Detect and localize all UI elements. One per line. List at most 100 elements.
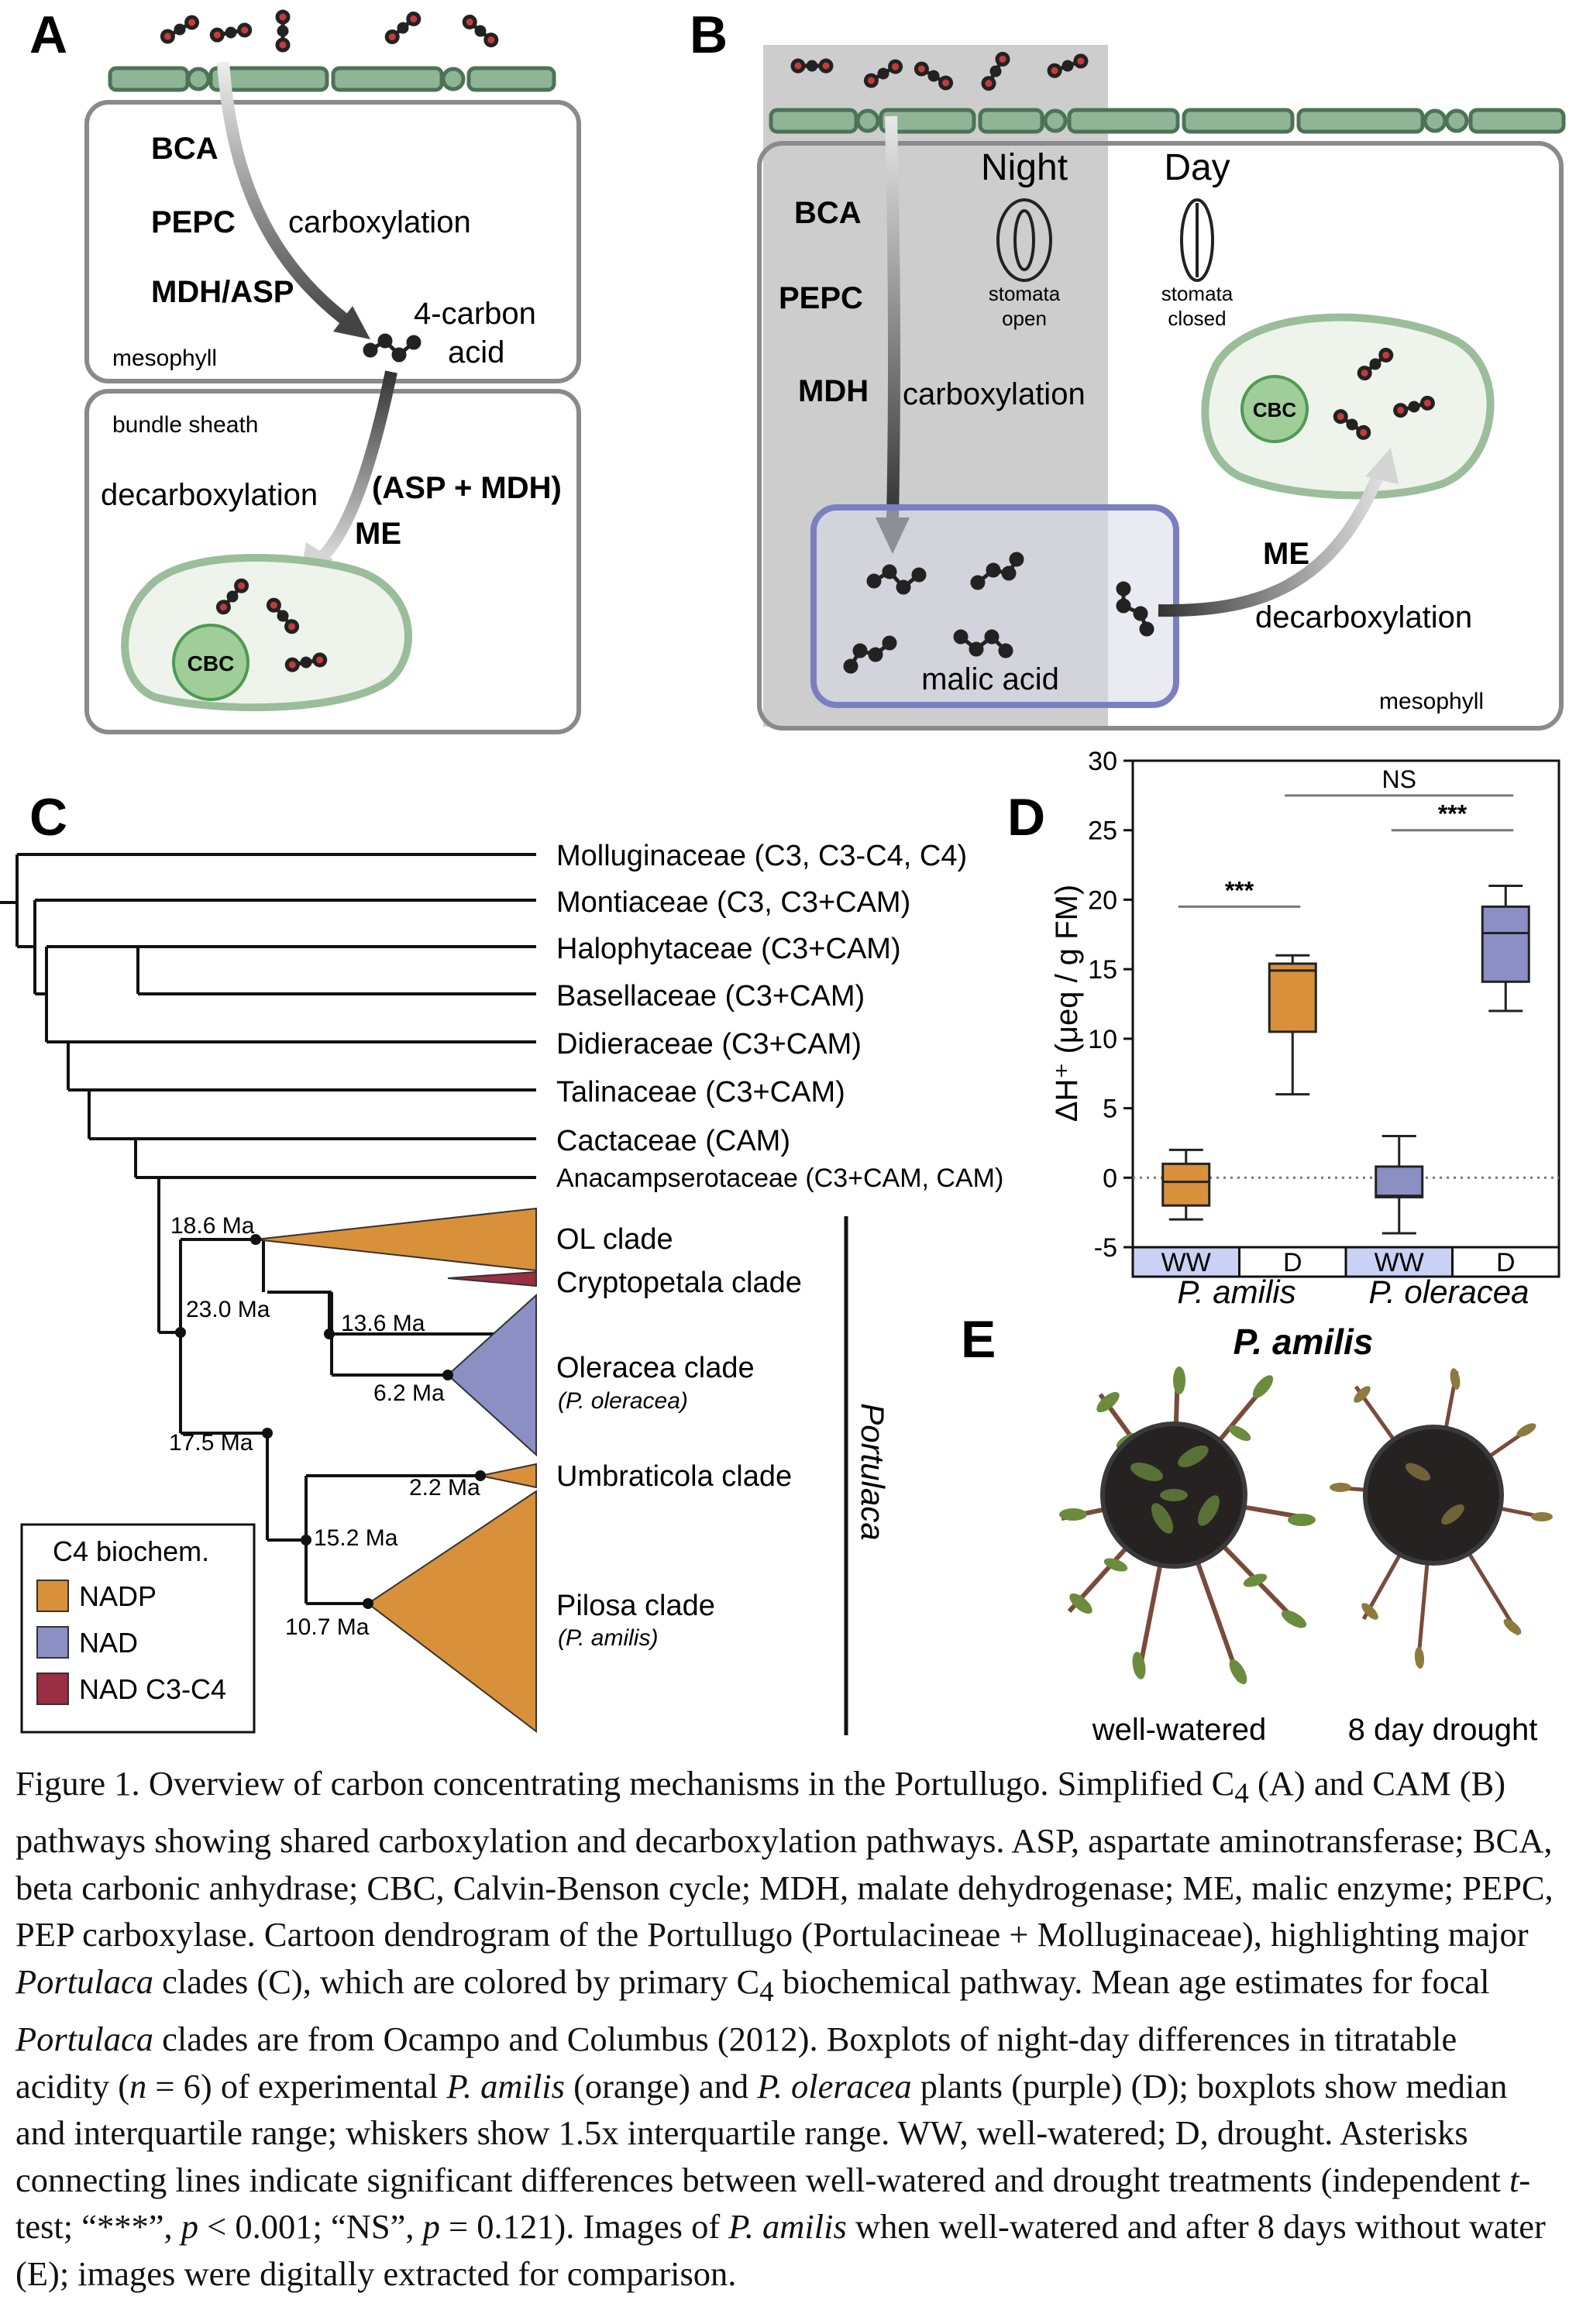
carboxylation-arrow-b — [885, 115, 901, 520]
drought-plant-image — [1330, 1368, 1553, 1669]
decarboxylation-arrow-b — [1158, 470, 1385, 617]
chloroplast-b — [1201, 313, 1495, 500]
node-age-3: 13.6 Ma — [341, 1311, 425, 1336]
clade-triangle-umbraticola — [480, 1463, 537, 1489]
enzyme-bca-b: BCA — [794, 196, 862, 230]
carboxylation-arrowhead-a — [333, 306, 370, 339]
bundle-sheath-cell — [84, 389, 581, 734]
co2-molecules-b — [790, 51, 1089, 91]
panel-a: A BCA PEPC MDH/ASP carboxylation 4- — [29, 5, 581, 734]
dendrogram-branches — [0, 853, 536, 1605]
box — [1375, 1165, 1424, 1198]
acid-molecule-a — [363, 333, 421, 363]
significance-ns-label: NS — [1382, 765, 1416, 793]
me-label-a: ME — [355, 517, 401, 551]
legend-label-nadp: NADP — [79, 1580, 157, 1612]
bundle-sheath-label: bundle sheath — [112, 412, 259, 438]
panel-b: B BCA PEPC MDH carboxylation Night Day — [690, 5, 1566, 731]
stomata-open-label-2: open — [1002, 307, 1047, 330]
carboxylation-label-b: carboxylation — [903, 377, 1086, 411]
clade-label-umbraticola: Umbraticola clade — [556, 1460, 792, 1493]
clade-triangle-ol — [255, 1207, 537, 1272]
cbc-label-a: CBC — [188, 651, 235, 676]
cbc-label-b: CBC — [1253, 398, 1297, 421]
enzyme-bca-a: BCA — [151, 132, 218, 166]
carboxylation-label-a: carboxylation — [288, 205, 471, 239]
legend-title: C4 biochem. — [53, 1535, 209, 1567]
node-age-4: 6.2 Ma — [373, 1380, 445, 1406]
y-tick-label: 25 — [1088, 816, 1117, 846]
enzyme-mdh-asp-a: MDH/ASP — [151, 275, 294, 309]
mesophyll-label-b: mesophyll — [1379, 689, 1484, 714]
x-category-label: WW — [1161, 1248, 1211, 1277]
cbc-circle-a — [172, 624, 249, 701]
panel-d-label: D — [1007, 788, 1045, 847]
y-axis-label: ΔH⁺ (μeq / g FM) — [1050, 885, 1084, 1122]
night-label: Night — [981, 147, 1068, 188]
family-label: Cactaceae (CAM) — [556, 1125, 790, 1157]
decarboxylation-label-b: decarboxylation — [1255, 600, 1472, 634]
y-tick-label: 10 — [1088, 1025, 1117, 1054]
node-age-2: 23.0 Ma — [186, 1297, 270, 1322]
malic-acid-molecules — [843, 552, 1154, 674]
panel-b-label: B — [690, 5, 728, 64]
x-category-bands: WW D WW D — [1131, 1246, 1560, 1278]
legend-swatch-nad — [36, 1626, 69, 1659]
significance-annotations: ******NS — [1178, 765, 1514, 908]
figure-panels: A BCA PEPC MDH/ASP carboxylation 4- — [0, 5, 1566, 1747]
co2-in-chloroplast-a — [215, 578, 328, 672]
y-tick-label: 30 — [1088, 747, 1117, 776]
panel-c-label: C — [29, 788, 67, 847]
mesophyll-cell-a — [84, 100, 581, 383]
node-age-5: 17.5 Ma — [169, 1430, 253, 1456]
decarboxylation-arrowhead-b — [1365, 448, 1399, 484]
clade-triangle-cryptopetala — [447, 1270, 537, 1287]
chloroplast-a — [121, 554, 412, 712]
family-label: Talinaceae (C3+CAM) — [556, 1076, 845, 1109]
legend-label-nad: NAD — [79, 1627, 138, 1659]
x-category-label: WW — [1375, 1248, 1424, 1277]
stomata-open-icon — [996, 198, 1052, 282]
x-category-label: D — [1283, 1248, 1302, 1277]
family-labels: Molluginaceae (C3, C3-C4, C4) Montiaceae… — [556, 840, 1003, 1193]
x-category-label: D — [1496, 1248, 1516, 1277]
decarboxylation-arrow-a — [313, 370, 397, 567]
cell-membrane-a — [108, 66, 556, 92]
y-tick-label: 20 — [1088, 885, 1117, 915]
acid-label-line2: acid — [448, 335, 504, 370]
y-tick-label: -5 — [1094, 1233, 1117, 1263]
box — [1481, 905, 1530, 983]
node-age-7: 15.2 Ma — [314, 1525, 398, 1551]
significance-oleracea-label: *** — [1438, 800, 1467, 828]
stomata-closed-label-1: stomata — [1161, 282, 1234, 305]
stomata-closed-label-2: closed — [1168, 307, 1226, 330]
label-drought: 8 day drought — [1348, 1713, 1538, 1747]
node-age-6: 2.2 Ma — [409, 1475, 480, 1501]
clade-species-oleracea: (P. oleracea) — [558, 1388, 688, 1414]
box — [1268, 962, 1317, 1033]
enzyme-mdh-b: MDH — [798, 374, 869, 408]
legend-label-nad-c3c4: NAD C3-C4 — [79, 1673, 226, 1705]
co2-molecules-a — [160, 9, 499, 53]
cell-membrane-b — [769, 108, 1566, 134]
clade-labels: OL clade Cryptopetala clade Oleracea cla… — [556, 1223, 802, 1651]
dendrogram-nodes — [175, 1234, 486, 1609]
panel-e-title: P. amilis — [1234, 1322, 1374, 1362]
well-watered-plant-image — [1059, 1367, 1316, 1685]
panel-e: E P. amilis — [961, 1310, 1553, 1747]
family-label: Halophytaceae (C3+CAM) — [556, 933, 901, 965]
clade-label-cryptopetala: Cryptopetala clade — [556, 1267, 802, 1299]
stomata-open-label-1: stomata — [989, 282, 1061, 305]
box — [1161, 1162, 1211, 1207]
decarboxylation-label-a: decarboxylation — [101, 478, 318, 512]
genus-label-portulaca: Portulaca — [855, 1403, 891, 1540]
clade-label-oleracea: Oleracea clade — [556, 1352, 755, 1384]
node-age-8: 10.7 Ma — [285, 1614, 370, 1640]
enzyme-pepc-b: PEPC — [779, 281, 863, 315]
me-label-b: ME — [1263, 537, 1309, 571]
y-tick-label: 5 — [1103, 1095, 1117, 1124]
family-label: Montiaceae (C3, C3+CAM) — [556, 886, 910, 919]
node-age-1: 18.6 Ma — [170, 1213, 255, 1239]
